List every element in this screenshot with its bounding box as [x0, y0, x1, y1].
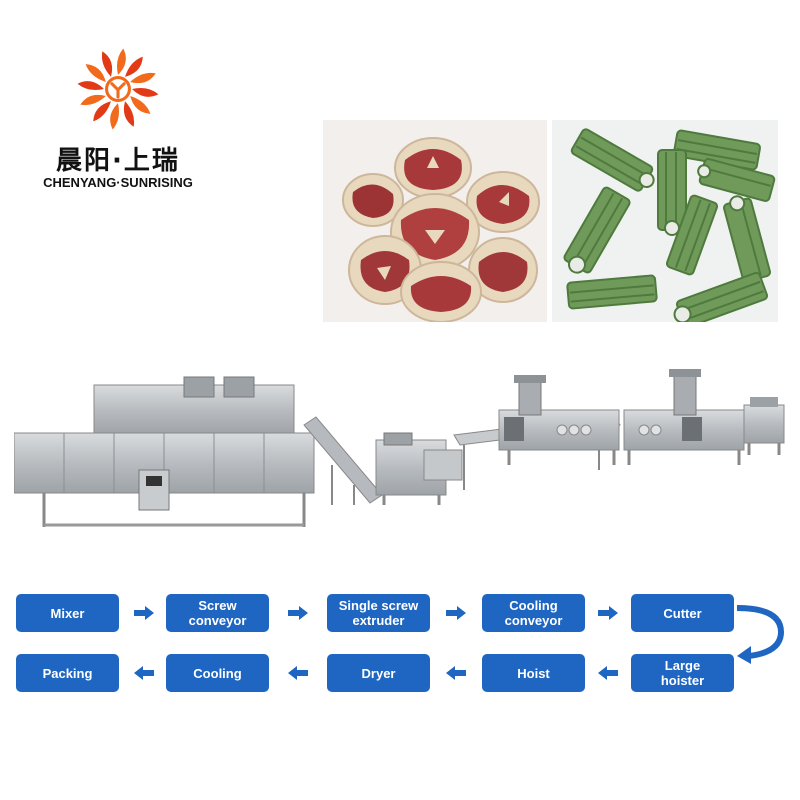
flow-step-large-hoister: Large hoister: [631, 654, 734, 692]
arrow-left-icon: [288, 666, 308, 680]
logo-english-text: CHENYANG·SUNRISING: [43, 175, 193, 190]
extruder-machine-1: [498, 375, 620, 465]
logo-petal: [123, 101, 135, 127]
arrow-right-icon: [446, 606, 466, 620]
cutter-machine: [375, 432, 463, 505]
flow-step-cutter: Cutter: [631, 594, 734, 632]
logo-petal: [130, 72, 156, 84]
logo-petal: [110, 103, 120, 130]
product-photo-chew-slices: [323, 120, 547, 322]
extruder-machine-2: [623, 369, 745, 465]
arrow-right-icon: [288, 606, 308, 620]
arrow-right-icon: [134, 606, 154, 620]
hoist-conveyor: [303, 416, 383, 505]
flow-step-packing: Packing: [16, 654, 119, 692]
logo-petal: [130, 96, 151, 114]
flow-step-cooling-conveyor: Cooling conveyor: [482, 594, 585, 632]
dryer-machine: [13, 376, 315, 527]
arrow-left-icon: [598, 666, 618, 680]
flow-step-mixer: Mixer: [16, 594, 119, 632]
logo-petal: [132, 88, 159, 97]
product-photo-dental-sticks: [552, 120, 778, 322]
logo-petal: [85, 64, 106, 82]
flow-step-hoist: Hoist: [482, 654, 585, 692]
arrow-right-icon: [598, 606, 618, 620]
flow-step-screw-conveyor: Screw conveyor: [166, 594, 269, 632]
flow-step-single-screw-extruder: Single screw extruder: [327, 594, 430, 632]
logo-petal: [80, 94, 106, 106]
logo-chinese-text: 晨阳·上瑞: [56, 146, 180, 176]
arrow-left-icon: [134, 666, 154, 680]
mixer-machine: [743, 397, 785, 455]
production-line-machinery: [13, 355, 792, 545]
logo-petal: [101, 51, 113, 77]
u-turn-arrow-icon: [736, 605, 785, 664]
flow-step-cooling: Cooling: [166, 654, 269, 692]
logo-petal: [93, 101, 111, 122]
arrow-left-icon: [446, 666, 466, 680]
logo-petal: [77, 81, 104, 90]
logo-mark: [74, 45, 162, 133]
logo-petal: [116, 48, 126, 75]
logo-petal: [125, 56, 143, 77]
flow-step-dryer: Dryer: [327, 654, 430, 692]
